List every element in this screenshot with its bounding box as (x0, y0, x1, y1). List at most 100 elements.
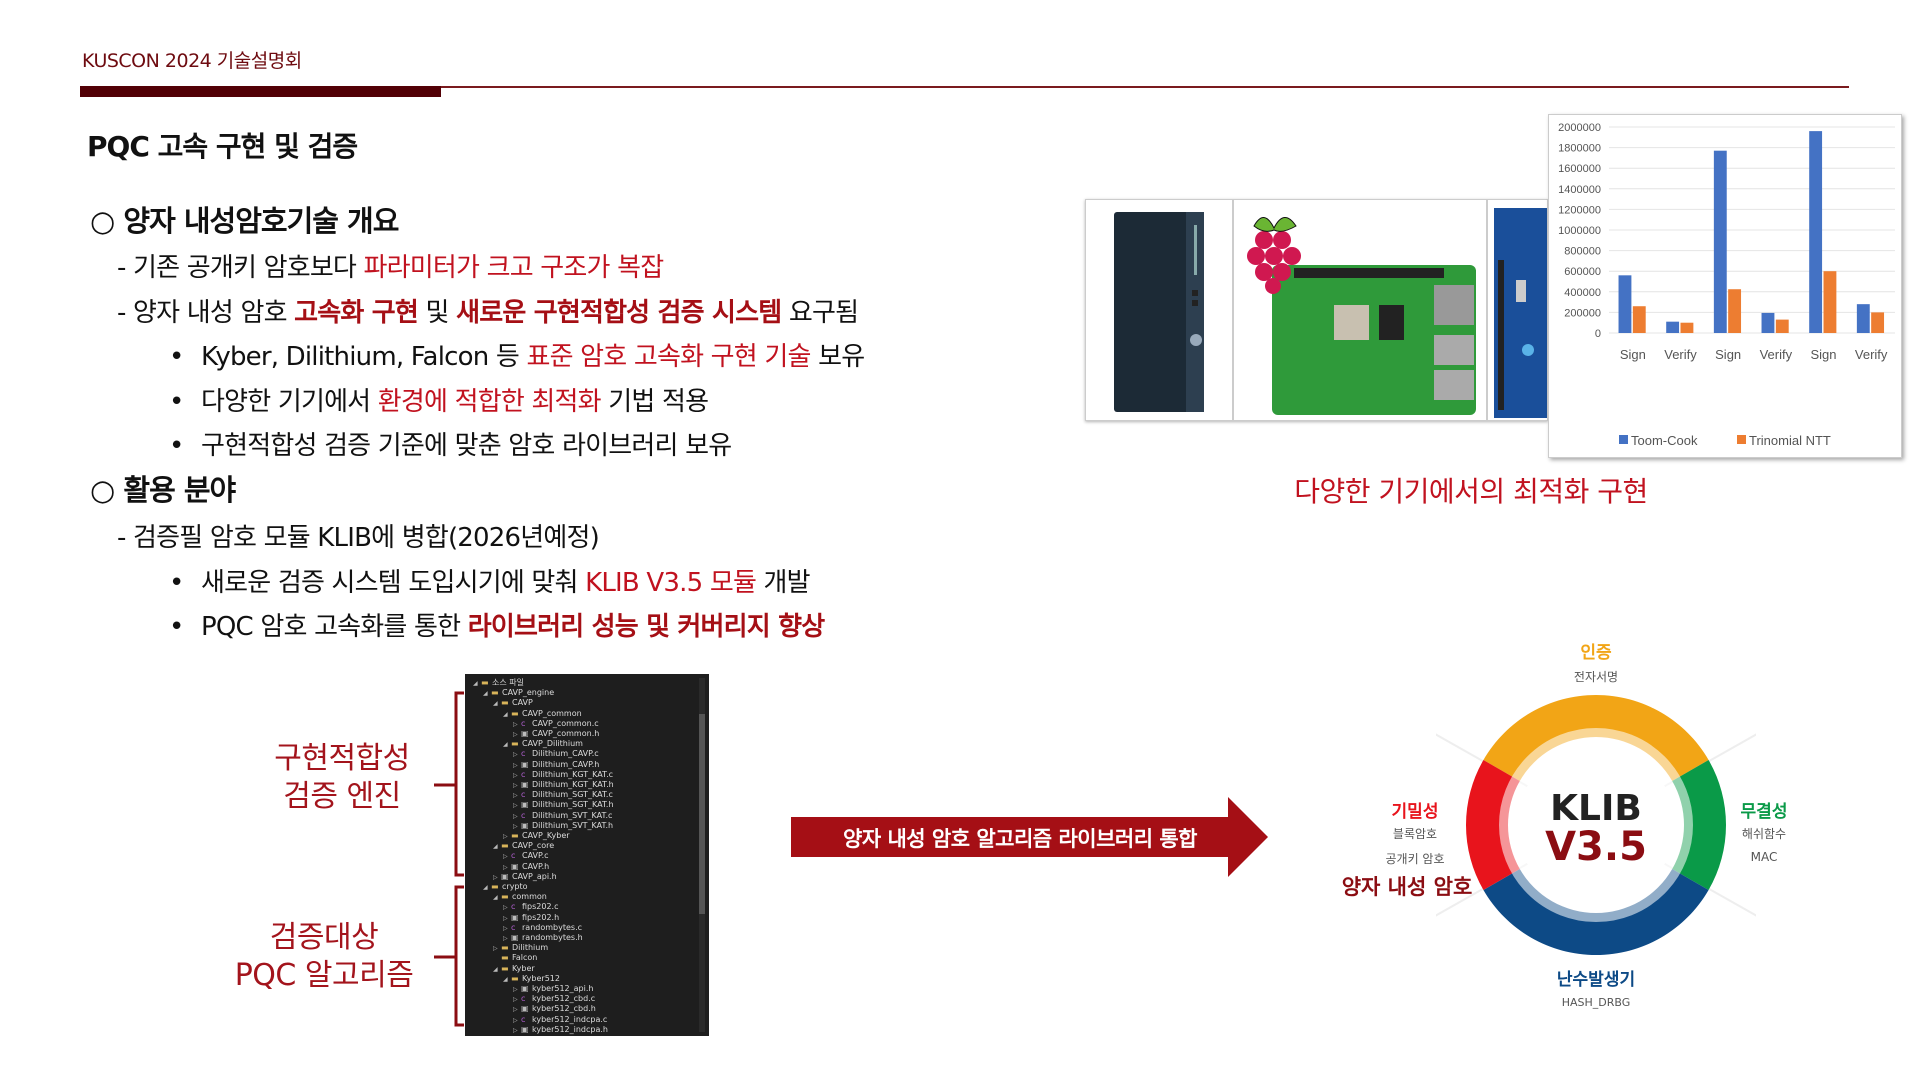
folder-icon: ▬ (501, 841, 509, 851)
bar-trinomial-ntt (1632, 306, 1646, 333)
tree-item[interactable]: ◢▬CAVP_Dilithium (503, 739, 583, 749)
expand-arrow-icon[interactable]: ▷ (513, 1006, 518, 1014)
solution-explorer-tree[interactable]: ◢▬소스 파일◢▬CAVP_engine◢▬CAVP◢▬CAVP_common▷… (465, 674, 709, 1036)
expand-arrow-icon[interactable]: ◢ (493, 894, 498, 902)
tree-item-label: fips202.c (522, 902, 559, 912)
expand-arrow-icon[interactable]: ▷ (513, 802, 518, 810)
tree-item[interactable]: ▷▣kyber512_api.h (513, 984, 593, 994)
tree-item[interactable]: ◢▬Kyber (493, 964, 535, 974)
tree-item-label: Dilithium_KGT_KAT.c (532, 769, 614, 779)
expand-arrow-icon[interactable]: ▷ (513, 751, 518, 759)
klib-name: KLIB (1550, 788, 1642, 829)
c-file-icon: c (511, 851, 516, 861)
expand-arrow-icon[interactable]: ◢ (483, 884, 488, 891)
text-segment: 기법 적용 (600, 386, 709, 417)
expand-arrow-icon[interactable]: ▷ (513, 731, 518, 738)
expand-arrow-icon[interactable]: ▷ (503, 863, 508, 871)
expand-arrow-icon[interactable]: ▷ (513, 812, 518, 820)
tree-item[interactable]: ▷▣Dilithium_KGT_KAT.h (513, 780, 614, 790)
highlight-segment: KLIB V3.5 모듈 (585, 567, 757, 598)
tree-item-label: CAVP_common.h (532, 729, 600, 738)
expand-arrow-icon[interactable]: ◢ (503, 741, 508, 749)
expand-arrow-icon[interactable]: ▷ (513, 792, 518, 800)
expand-arrow-icon[interactable]: ▷ (513, 1026, 518, 1034)
tree-item[interactable]: ▷▣CAVP.h (503, 862, 549, 872)
folder-icon: ▬ (491, 882, 499, 891)
tree-item[interactable]: ▷▣Dilithium_SVT_KAT.h (513, 821, 613, 831)
expand-arrow-icon[interactable]: ◢ (483, 690, 488, 698)
tree-item-label: CAVP_api.h (512, 871, 557, 881)
text-line: •새로운 검증 시스템 도입시기에 맞춰 KLIB V3.5 모듈 개발 (169, 562, 811, 599)
expand-arrow-icon[interactable]: ▷ (503, 904, 508, 912)
expand-arrow-icon[interactable]: ▷ (513, 986, 518, 993)
expand-arrow-icon[interactable]: ▷ (503, 914, 508, 922)
y-tick-label: 0 (1595, 328, 1601, 340)
expand-arrow-icon[interactable]: ▷ (503, 924, 508, 932)
tree-item[interactable]: ▷▣fips202.h (503, 913, 559, 923)
tree-item[interactable]: ▷▣CAVP_common.h (513, 729, 599, 739)
tree-item[interactable]: ▷c fips202.c (503, 902, 559, 912)
tree-item[interactable]: ▷▣Dilithium_CAVP.h (513, 760, 599, 770)
expand-arrow-icon[interactable]: ▷ (503, 935, 508, 942)
c-file-icon: c (521, 769, 526, 779)
tree-item[interactable]: ▬Falcon (493, 953, 537, 963)
tree-item[interactable]: ▷▣CAVP_api.h (493, 872, 557, 882)
expand-arrow-icon[interactable]: ▷ (513, 822, 518, 830)
expand-arrow-icon[interactable]: ◢ (493, 700, 498, 708)
text-segment: PQC 암호 고속화를 통한 (201, 612, 468, 642)
tree-item[interactable]: ◢▬CAVP_common (503, 709, 582, 719)
tree-item[interactable]: ▷c Dilithium_KGT_KAT.c (513, 770, 613, 780)
expand-arrow-icon[interactable]: ▷ (513, 782, 518, 789)
tree-item-label: kyber512_cbd.c (532, 994, 596, 1004)
folder-icon: ▬ (501, 698, 509, 708)
tree-item[interactable]: ▷▬Dilithium (493, 943, 548, 953)
bar-toom-cook (1809, 131, 1823, 333)
expand-arrow-icon[interactable]: ◢ (493, 965, 498, 973)
tree-item[interactable]: ◢▬소스 파일 (473, 678, 524, 688)
expand-arrow-icon[interactable]: ◢ (503, 975, 508, 983)
tree-item[interactable]: ◢▬CAVP_engine (483, 688, 554, 698)
c-file-icon: c (511, 902, 516, 912)
expand-arrow-icon[interactable]: ◢ (503, 710, 508, 718)
expand-arrow-icon[interactable]: ▷ (503, 853, 508, 861)
expand-arrow-icon[interactable]: ▷ (513, 771, 518, 779)
expand-arrow-icon[interactable]: ▷ (513, 720, 518, 728)
expand-arrow-icon[interactable]: ▷ (513, 996, 518, 1004)
tree-item[interactable]: ◢▬crypto (483, 882, 528, 892)
tree-item[interactable]: ◢▬CAVP (493, 698, 533, 708)
highlight-segment: 환경에 적합한 최적화 (377, 386, 602, 417)
c-file-icon: c (511, 922, 516, 932)
target-bracket-label: 검증대상 PQC 알고리즘 (235, 919, 414, 995)
tree-item[interactable]: ▷▣kyber512_cbd.h (513, 1004, 596, 1014)
expand-arrow-icon[interactable]: ◢ (473, 680, 478, 687)
integration-arrow-label: 양자 내성 암호 알고리즘 라이브러리 통합 (843, 827, 1198, 851)
expand-arrow-icon[interactable]: ▷ (503, 833, 508, 840)
tree-item[interactable]: ◢▬CAVP_core (493, 841, 554, 851)
expand-arrow-icon[interactable]: ▷ (493, 873, 498, 881)
folder-icon: ▬ (501, 963, 509, 973)
expand-arrow-icon[interactable]: ▷ (493, 945, 498, 953)
text-segment: 구현적합성 검증 기준에 맞춘 암호 라이브러리 보유 (201, 431, 732, 461)
expand-arrow-icon[interactable]: ◢ (493, 843, 498, 851)
tree-item[interactable]: ◢▬Kyber512 (503, 974, 560, 984)
folder-icon: ▬ (481, 678, 489, 687)
tree-item[interactable]: ▷▣Dilithium_SGT_KAT.h (513, 800, 614, 810)
scrollbar-thumb[interactable] (699, 714, 705, 914)
expand-arrow-icon[interactable]: ▷ (513, 1016, 518, 1024)
tree-item[interactable]: ▷▣kyber512_indcpa.h (513, 1025, 608, 1035)
tree-item[interactable]: ▷▬CAVP_Kyber (503, 831, 570, 841)
folder-icon: ▬ (511, 831, 519, 840)
y-tick-label: 600000 (1564, 266, 1601, 278)
expand-arrow-icon[interactable]: ▷ (513, 761, 518, 769)
tree-item[interactable]: ◢▬common (493, 892, 547, 902)
auth-item: 전자서명 (1573, 670, 1619, 684)
tree-item[interactable]: ▷▣randombytes.h (503, 933, 583, 943)
